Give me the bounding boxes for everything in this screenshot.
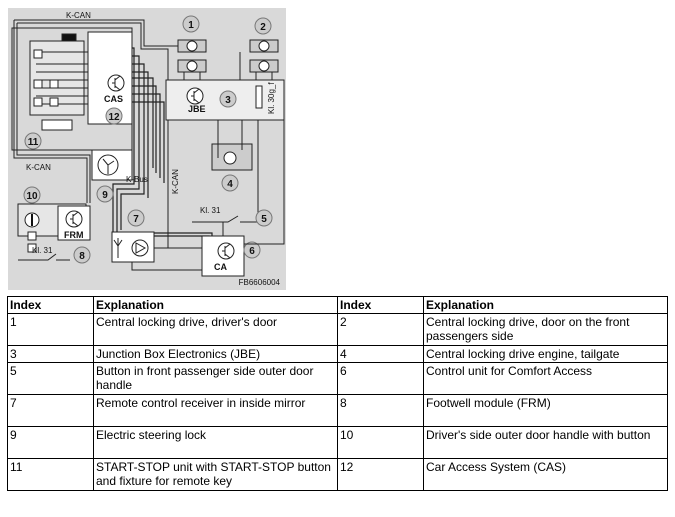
svg-text:6: 6 — [249, 246, 255, 257]
callout-6: 6 — [243, 241, 261, 259]
jbe-transistor-symbol — [186, 87, 204, 105]
callout-8: 8 — [73, 246, 91, 264]
legend-index: 11 — [7, 458, 94, 491]
legend-explanation: Footwell module (FRM) — [423, 394, 668, 427]
legend-index: 10 — [337, 426, 424, 459]
legend-explanation: Electric steering lock — [93, 426, 338, 459]
svg-text:7: 7 — [133, 214, 139, 225]
header-explanation: Explanation — [93, 296, 338, 314]
motor-driver-door — [177, 39, 207, 73]
k-bus-wires — [112, 47, 213, 253]
legend-explanation: Central locking drive, driver's door — [93, 313, 338, 346]
k-bus-label: K-Bus — [126, 175, 148, 184]
motor-tailgate — [211, 143, 253, 171]
legend-row: 9 Electric steering lock 10 Driver's sid… — [7, 426, 668, 459]
svg-text:9: 9 — [102, 190, 108, 201]
kl31-left-label: Kl. 31 — [32, 246, 53, 255]
legend-explanation: Car Access System (CAS) — [423, 458, 668, 491]
wiring-diagram: CAS 12 11 JBE 3 Kl. 30g_f 1 2 — [8, 8, 286, 290]
cas-label: CAS — [104, 94, 123, 104]
motor-passenger-door — [249, 39, 279, 73]
ca-label: CA — [214, 262, 227, 272]
start-stop-button-contacts — [29, 33, 88, 131]
legend-explanation: Junction Box Electronics (JBE) — [93, 345, 338, 363]
callout-11: 11 — [24, 132, 42, 150]
legend-explanation: Button in front passenger side outer doo… — [93, 362, 338, 395]
svg-text:8: 8 — [79, 251, 85, 262]
callout-9: 9 — [96, 185, 114, 203]
legend-row: 11 START-STOP unit with START-STOP butto… — [7, 458, 668, 491]
legend-row: 5 Button in front passenger side outer d… — [7, 362, 668, 395]
ca-transistor-symbol — [217, 242, 235, 260]
legend-index: 9 — [7, 426, 94, 459]
jbe-label: JBE — [188, 104, 206, 114]
legend-explanation: Central locking drive, door on the front… — [423, 313, 668, 346]
legend-explanation: START-STOP unit with START-STOP button a… — [93, 458, 338, 491]
legend-index: 5 — [7, 362, 94, 395]
legend-index: 6 — [337, 362, 424, 395]
legend-header-row: Index Explanation Index Explanation — [7, 296, 668, 314]
header-explanation: Explanation — [423, 296, 668, 314]
legend-index: 2 — [337, 313, 424, 346]
callout-1: 1 — [182, 15, 200, 33]
callout-10: 10 — [23, 186, 41, 204]
legend-row: 1 Central locking drive, driver's door 2… — [7, 313, 668, 346]
svg-text:3: 3 — [225, 95, 231, 106]
svg-text:10: 10 — [26, 191, 38, 202]
k-can-top-label: K-CAN — [66, 11, 91, 20]
legend-index: 8 — [337, 394, 424, 427]
fuse-symbol — [255, 85, 263, 109]
k-can-vertical-label: K-CAN — [171, 169, 180, 194]
antenna-icon — [113, 238, 123, 258]
legend-index: 1 — [7, 313, 94, 346]
svg-text:11: 11 — [28, 137, 39, 148]
k-can-left-label: K-CAN — [26, 163, 51, 172]
legend-row: 7 Remote control receiver in inside mirr… — [7, 394, 668, 427]
legend-explanation: Control unit for Comfort Access — [423, 362, 668, 395]
legend-explanation: Remote control receiver in inside mirror — [93, 394, 338, 427]
figure-code: FB6606004 — [239, 278, 281, 287]
kl31-right-label: Kl. 31 — [200, 206, 221, 215]
legend-index: 4 — [337, 345, 424, 363]
svg-text:4: 4 — [227, 179, 233, 190]
svg-text:5: 5 — [261, 214, 267, 225]
frm-transistor-symbol — [65, 210, 83, 228]
legend-index: 7 — [7, 394, 94, 427]
legend-row: 3 Junction Box Electronics (JBE) 4 Centr… — [7, 345, 668, 363]
frm-label: FRM — [64, 230, 84, 240]
kl30g-f-label: Kl. 30g_f — [267, 82, 276, 114]
callout-3: 3 — [219, 90, 237, 108]
svg-text:12: 12 — [108, 112, 120, 123]
legend-table: Index Explanation Index Explanation 1 Ce… — [7, 296, 668, 491]
legend-explanation: Driver's side outer door handle with but… — [423, 426, 668, 459]
door-handle-antennas — [27, 231, 37, 253]
header-index: Index — [337, 296, 424, 314]
legend-explanation: Central locking drive engine, tailgate — [423, 345, 668, 363]
svg-text:2: 2 — [260, 22, 266, 33]
callout-7: 7 — [127, 209, 145, 227]
callout-2: 2 — [254, 17, 272, 35]
svg-text:1: 1 — [188, 20, 194, 31]
legend-index: 3 — [7, 345, 94, 363]
legend-index: 12 — [337, 458, 424, 491]
header-index: Index — [7, 296, 94, 314]
callout-4: 4 — [221, 174, 239, 192]
callout-5: 5 — [255, 209, 273, 227]
callout-12: 12 — [105, 107, 123, 125]
cas-transistor-symbol — [107, 74, 125, 92]
